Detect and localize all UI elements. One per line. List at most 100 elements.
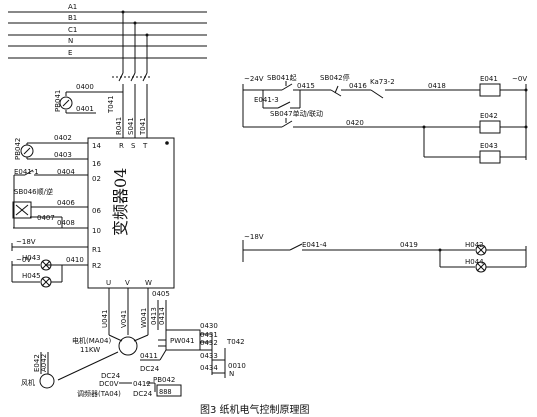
vfd-terminal-10: 10 bbox=[92, 227, 101, 235]
vfd-terminal-16: 16 bbox=[92, 160, 101, 168]
bus-label-e: E bbox=[68, 49, 72, 57]
h044-label: H044 bbox=[465, 258, 484, 266]
n-label: N bbox=[229, 370, 234, 378]
wire-0404: 0404 bbox=[57, 168, 75, 176]
pb042-label: PB042 bbox=[14, 138, 22, 160]
wire-0411: 0411 bbox=[140, 352, 158, 360]
lamp-circuit-left: ~18V ~0V H043 0410 H045 bbox=[11, 238, 88, 288]
motor-ma04: U041 V041 W041 电机(MA04) 11KW 0413 0414 bbox=[72, 288, 167, 356]
h043-label: H043 bbox=[22, 254, 41, 262]
bus-label-b1: B1 bbox=[68, 14, 77, 22]
wire-0406: 0406 bbox=[57, 199, 75, 207]
vfd-title: 变频器04 bbox=[111, 168, 130, 236]
wire-0420: 0420 bbox=[346, 119, 364, 127]
wire-0434: 0434 bbox=[200, 364, 218, 372]
v0-right-label: ~0V bbox=[512, 75, 527, 83]
wire-0416: 0416 bbox=[349, 82, 367, 90]
ka73-label: Ka73-2 bbox=[370, 78, 395, 86]
dc24b-meter-label: DC24 bbox=[133, 390, 153, 398]
wire-0401: 0401 bbox=[76, 105, 94, 113]
wire-0408: 0408 bbox=[57, 219, 75, 227]
v18-left-label: ~18V bbox=[16, 238, 36, 246]
pb041-label: PB041 bbox=[54, 90, 62, 112]
vfd-terminal-v: V bbox=[125, 279, 130, 287]
vfd-terminal-r1: R1 bbox=[92, 246, 101, 254]
wire-0431: 0431 bbox=[200, 331, 218, 339]
sb046-selector-switch: SB046顺/逆 bbox=[12, 187, 53, 229]
dc24-pw-label: DC24 bbox=[140, 365, 160, 373]
vfd-terminal-s: S bbox=[131, 142, 136, 150]
meter-display: 888 bbox=[159, 388, 172, 396]
wire-0410: 0410 bbox=[66, 256, 84, 264]
motor-label: 电机(MA04) bbox=[72, 336, 111, 345]
e041-3-label: E041-3 bbox=[254, 96, 279, 104]
wire-0010: 0010 bbox=[228, 362, 246, 370]
t041-label: T041 bbox=[107, 95, 115, 114]
vfd-terminal-02: 02 bbox=[92, 175, 101, 183]
bus-label-n: N bbox=[68, 37, 73, 45]
vfd-terminal-r: R bbox=[119, 142, 124, 150]
bus-drops bbox=[112, 10, 150, 138]
v18-right-label: ~18V bbox=[244, 233, 264, 241]
vfd-terminal-u: U bbox=[106, 279, 111, 287]
e041-4-label: E041-4 bbox=[302, 241, 327, 249]
e041-coil-label: E041 bbox=[480, 75, 498, 83]
wire-0413: 0413 bbox=[150, 307, 158, 325]
pb041-meter: 0400 0401 PB041 T041 bbox=[54, 83, 123, 114]
pb042-meter: PB042 E041-1 bbox=[14, 138, 45, 176]
motor-power: 11KW bbox=[80, 346, 100, 354]
frequency-meter-ta04: DC24 DC0V 0412 PB042 888 调频器(TA04) DC24 bbox=[77, 372, 182, 398]
t042-label: T042 bbox=[226, 338, 245, 346]
wire-0407: 0407 bbox=[37, 214, 55, 222]
e043-coil-label: E043 bbox=[480, 142, 498, 150]
control-circuit-right: ~24V ~0V SB041起 0415 SB042停 0416 Ka73-2 … bbox=[242, 73, 528, 273]
wire-0414: 0414 bbox=[158, 307, 166, 325]
s041-label: S041 bbox=[127, 117, 135, 135]
e041-1-label: E041-1 bbox=[14, 168, 39, 176]
pw041-label: PW041 bbox=[170, 337, 195, 345]
wire-0418: 0418 bbox=[428, 82, 446, 90]
wire-0415: 0415 bbox=[297, 82, 315, 90]
vfd-terminal-t: T bbox=[142, 142, 148, 150]
pb042b-label: PB042 bbox=[153, 376, 175, 384]
pw041-module: PW041 0430 0431 0432 0433 0434 T042 0010… bbox=[140, 322, 246, 378]
vfd-terminal-w: W bbox=[145, 279, 152, 287]
wire-0405: 0405 bbox=[152, 290, 170, 298]
figure-caption: 图3 纸机电气控制原理图 bbox=[200, 403, 310, 416]
dc24-meter-label: DC24 bbox=[101, 372, 121, 380]
w041-label: W041 bbox=[140, 308, 148, 328]
wire-0433: 0433 bbox=[200, 352, 218, 360]
wire-0430: 0430 bbox=[200, 322, 218, 330]
vfd-control-wiring: 0402 0403 0404 0406 0407 0408 bbox=[30, 134, 88, 266]
v041-label: V041 bbox=[120, 310, 128, 328]
wire-0402: 0402 bbox=[54, 134, 72, 142]
t041-phase-label: T041 bbox=[139, 117, 147, 136]
a042-fan-label: A042 bbox=[40, 354, 48, 372]
vfd-terminal-06: 06 bbox=[92, 207, 101, 215]
fan-label: 风机 bbox=[21, 378, 35, 387]
sb046-label: SB046顺/逆 bbox=[14, 187, 53, 196]
power-bus: A1 B1 C1 N E bbox=[8, 3, 207, 59]
v0-left-label: ~0V bbox=[16, 256, 31, 264]
vfd-terminal-14: 14 bbox=[92, 142, 101, 150]
sb042-label: SB042停 bbox=[320, 73, 350, 82]
wire-0403: 0403 bbox=[54, 151, 72, 159]
r041-label: R041 bbox=[115, 117, 123, 135]
bus-label-a1: A1 bbox=[68, 3, 77, 11]
fan-motor: E042 A042 风机 bbox=[21, 351, 119, 389]
meter-label: 调频器(TA04) bbox=[77, 389, 121, 398]
h045-label: H045 bbox=[22, 272, 41, 280]
dc0v-meter-label: DC0V bbox=[99, 380, 119, 388]
u041-label: U041 bbox=[101, 310, 109, 328]
h042-label: H042 bbox=[465, 241, 484, 249]
sb047-label: SB047单动/联动 bbox=[270, 109, 323, 118]
e042-coil-label: E042 bbox=[480, 112, 498, 120]
vfd-terminal-r2: R2 bbox=[92, 262, 101, 270]
e042-fan-label: E042 bbox=[33, 354, 41, 372]
wire-0412: 0412 bbox=[133, 380, 151, 388]
wire-0432: 0432 bbox=[200, 339, 218, 347]
vfd-inverter-04: R S T 14 16 02 06 10 R1 R2 U V W 0405 变频… bbox=[87, 137, 175, 298]
v24-label: ~24V bbox=[244, 75, 264, 83]
bus-label-c1: C1 bbox=[68, 26, 77, 34]
